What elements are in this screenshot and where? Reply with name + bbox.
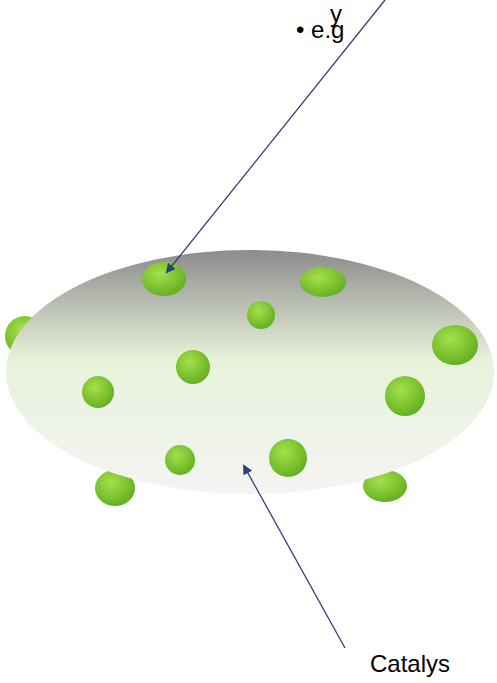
nanoparticle — [82, 376, 114, 408]
nanoparticle — [385, 376, 425, 416]
nanoparticle — [247, 301, 275, 329]
nanoparticle — [269, 439, 307, 477]
nanoparticle — [176, 350, 210, 384]
nanoparticle — [165, 445, 195, 475]
nanoparticle — [432, 325, 478, 365]
nanoparticle — [300, 267, 346, 297]
catalyst-support — [6, 250, 494, 494]
nanoparticle — [142, 262, 186, 296]
leader-arrow — [167, 0, 385, 272]
leader-arrow — [244, 466, 345, 648]
part-label: Catalys — [370, 650, 450, 678]
note-text: • e.g — [296, 16, 344, 44]
